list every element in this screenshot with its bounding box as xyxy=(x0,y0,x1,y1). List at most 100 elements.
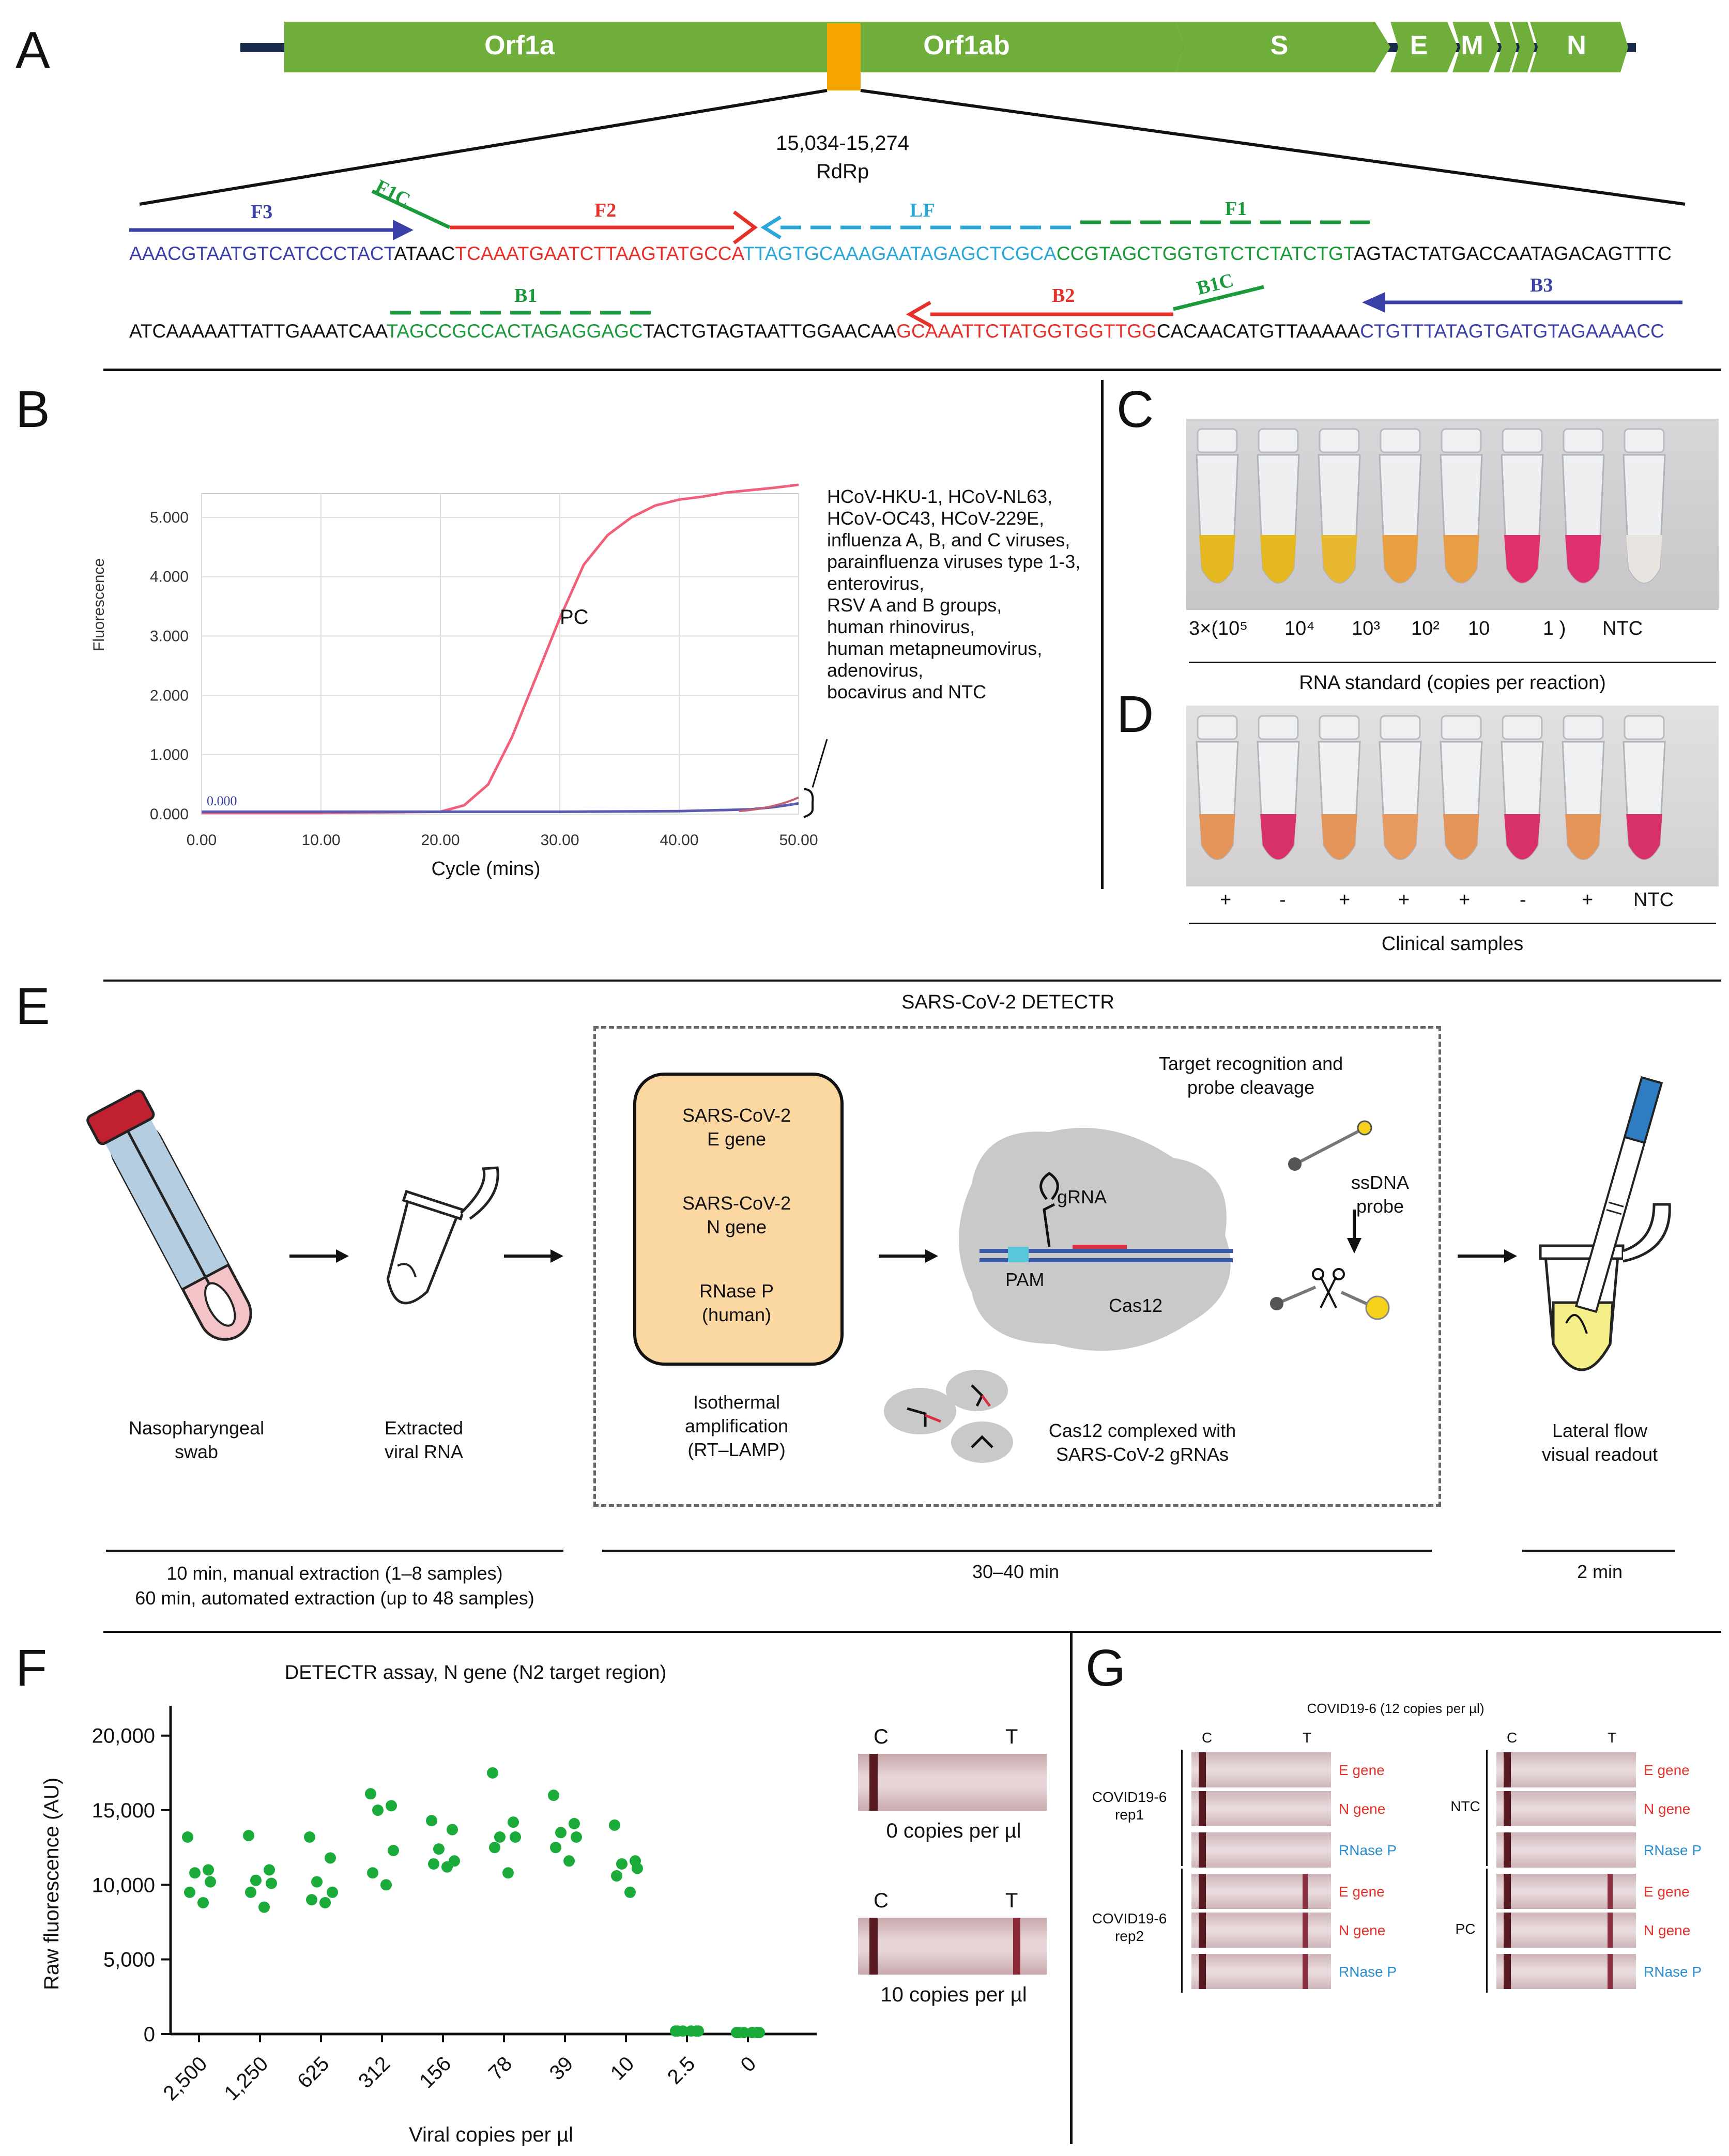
strip-control-line xyxy=(1504,1874,1511,1909)
panel-letter-d: D xyxy=(1116,685,1154,743)
genome-label-orf1ab: Orf1ab xyxy=(923,30,1010,60)
chart-f-point xyxy=(746,2027,758,2039)
tube-labels-d: +-+++-+NTC xyxy=(1186,889,1719,915)
genome-label-e: E xyxy=(1410,30,1428,60)
chart-f-point xyxy=(510,1831,521,1843)
chart-f-point xyxy=(571,1831,582,1843)
chart-f-point xyxy=(426,1815,437,1827)
divider-e-top xyxy=(103,980,1721,982)
chart-f-point xyxy=(245,1886,256,1898)
tube-cap xyxy=(1441,715,1482,740)
pam-label: PAM xyxy=(1005,1269,1045,1290)
chart-f-point xyxy=(733,2027,744,2039)
strip-right-0 xyxy=(1496,1752,1636,1787)
chart-b-ytick: 0.000 xyxy=(150,806,189,823)
chart-f-point xyxy=(325,1852,336,1864)
pcr-tube xyxy=(1623,715,1666,860)
strip-gene-label: N gene xyxy=(1644,1922,1691,1938)
group-ntc-label: NTC xyxy=(1450,1798,1480,1814)
primer-lf: LF xyxy=(910,200,935,221)
tube-cap xyxy=(1563,428,1604,453)
swab-label: Nasopharyngeal swab xyxy=(128,1417,265,1462)
chart-f-point xyxy=(685,2025,697,2037)
tube-cap xyxy=(1624,428,1665,453)
chart-f-point xyxy=(386,1800,397,1812)
sequence-line-1: AAACGTAATGTCATCCCTACTATAACTCAAATGAATCTTA… xyxy=(129,243,1672,265)
chart-f-point xyxy=(258,1901,270,1913)
tube-cap xyxy=(1319,428,1360,453)
panel-letter-c: C xyxy=(1116,380,1154,438)
chart-f-xtick: 0 xyxy=(737,2052,761,2076)
tube-cap xyxy=(1380,715,1421,740)
tube-label: + xyxy=(1398,889,1410,911)
tube-liquid xyxy=(1382,814,1418,860)
tube-label: 10 xyxy=(1468,618,1490,639)
seq2-segment: CACAACATGTTAAAAA xyxy=(1156,320,1360,342)
strip-left-4 xyxy=(1191,1913,1331,1948)
chart-f-point xyxy=(380,1879,392,1891)
primer-b2: B2 xyxy=(1052,285,1075,307)
chart-b-xtick: 30.00 xyxy=(540,832,579,849)
chart-f-point xyxy=(365,1788,376,1800)
chart-f-xlabel: Viral copies per µl xyxy=(408,2123,573,2146)
amplification-label: Isothermal amplification (RT–LAMP) xyxy=(684,1392,789,1460)
strip-gene-label: RNase P xyxy=(1644,1964,1702,1980)
tube-label: NTC xyxy=(1602,618,1643,639)
chart-b-xtick: 20.00 xyxy=(421,832,460,849)
strip-col-t-label: T xyxy=(1303,1730,1312,1746)
strip-left-2 xyxy=(1191,1832,1331,1868)
group-pc-label: PC xyxy=(1455,1921,1476,1937)
chart-f-xtick: 2,500 xyxy=(159,2052,211,2105)
strip2-caption: 10 copies per µl xyxy=(880,1983,1027,2006)
tube-cap xyxy=(1624,715,1665,740)
chart-f-point xyxy=(494,1831,506,1843)
panel-letter-a: A xyxy=(16,21,50,79)
detectr-dashed-box xyxy=(593,1026,1441,1507)
strip-gene-label: E gene xyxy=(1339,1762,1385,1778)
chart-f-point xyxy=(555,1827,567,1839)
strip-right-2 xyxy=(1496,1832,1636,1868)
ssdna-probe-label: ssDNA probe xyxy=(1351,1172,1409,1217)
strip-group-bracket xyxy=(1181,1750,1183,1866)
seq2-segment: ATCAAAAATTATTGAAATCAA xyxy=(129,320,387,342)
chart-f-point xyxy=(184,1886,195,1898)
pcr-tube xyxy=(1318,428,1361,584)
chart-f-xtick: 78 xyxy=(484,2052,517,2085)
strip1-c-label: C xyxy=(874,1725,889,1748)
strip1-caption: 0 copies per µl xyxy=(886,1819,1021,1842)
chart-b-xtick: 10.00 xyxy=(301,832,340,849)
strip1-control-line xyxy=(869,1754,878,1811)
chart-b-negative-tail xyxy=(739,797,799,813)
tube-strip-c xyxy=(1196,428,1666,584)
pcr-tube xyxy=(1379,715,1422,860)
primer-b3: B3 xyxy=(1530,274,1553,296)
seq2-segment: TACTGTAGTAATTGGAACAA xyxy=(642,320,897,342)
rna-standard-caption: RNA standard (copies per reaction) xyxy=(1299,672,1606,694)
panel-letter-f: F xyxy=(16,1639,48,1697)
seq1-segment: TCAAATGAATCTTAAGTATGCCA xyxy=(455,243,743,264)
primer-f1: F1 xyxy=(1225,198,1247,220)
pcr-tube xyxy=(1623,428,1666,584)
time-readout: 2 min xyxy=(1577,1561,1623,1582)
divider-f-top xyxy=(103,1631,1721,1633)
pcr-tube xyxy=(1257,428,1300,584)
chart-f-ytick: 20,000 xyxy=(92,1725,155,1748)
pcr-tube xyxy=(1379,428,1422,584)
chart-f-point xyxy=(569,1818,580,1830)
divider-bc-vertical xyxy=(1101,380,1104,889)
chart-f-xtick: 10 xyxy=(606,2052,639,2085)
strip-right-1 xyxy=(1496,1791,1636,1826)
tube-liquid xyxy=(1626,535,1662,583)
strip-right-3 xyxy=(1496,1874,1636,1909)
chart-f-point xyxy=(489,1842,500,1854)
strip-gene-label: N gene xyxy=(1339,1801,1386,1817)
tube-label: - xyxy=(1520,889,1526,911)
chart-f-xtick: 1,250 xyxy=(220,2052,272,2105)
chart-b-note-line: human metapneumovirus, xyxy=(827,638,1043,659)
detectr-workflow-art xyxy=(86,1076,1675,1552)
pcr-tube xyxy=(1562,715,1605,860)
tube-label: 3×(10⁵ xyxy=(1189,618,1248,639)
pcr-tube xyxy=(1562,428,1605,584)
divider-d xyxy=(1189,923,1716,924)
